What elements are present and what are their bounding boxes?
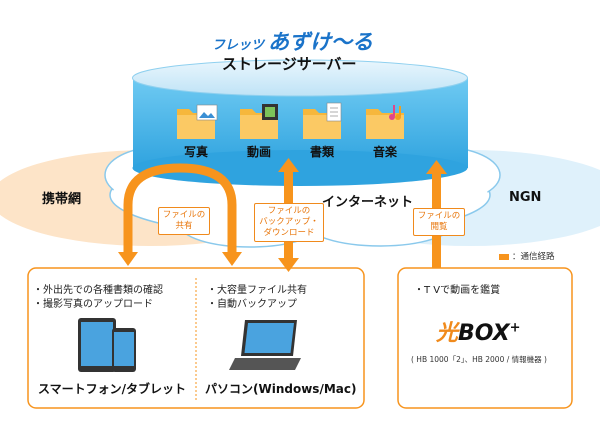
film-folder-icon xyxy=(240,104,278,139)
service-logo: フレッツあずけ〜る xyxy=(212,26,373,56)
music-folder-icon xyxy=(366,105,404,139)
tag-file-backup-line1: ファイルの xyxy=(267,206,311,216)
tv-bullet-1: ・T Vで動画を鑑賞 xyxy=(414,285,501,296)
mobile-network-label: 携帯網 xyxy=(42,192,82,207)
mobile-bullet-2: ・撮影写真のアップロード xyxy=(33,299,153,310)
folder-label-documents: 書類 xyxy=(309,145,334,159)
photo-folder-icon xyxy=(177,104,218,139)
mobile-bullet-1: ・外出先での各種書類の確認 xyxy=(33,285,163,296)
tag-file-share: ファイルの 共有 xyxy=(158,207,210,235)
laptop-icon xyxy=(229,320,301,370)
pc-device-label: パソコン(Windows/Mac) xyxy=(205,382,357,396)
route-legend: ：通信経路 xyxy=(499,250,555,262)
tag-file-backup-line3: ダウンロード xyxy=(263,228,315,238)
tag-file-view-line2: 閲覧 xyxy=(430,222,448,232)
tag-file-view-line1: ファイルの xyxy=(417,211,461,221)
logo-part1: フレッツ xyxy=(212,38,265,53)
tag-file-share-line2: 共有 xyxy=(175,221,193,231)
folder-label-music: 音楽 xyxy=(372,145,397,159)
ngn-label: NGN xyxy=(509,190,542,205)
tag-file-share-line1: ファイルの xyxy=(162,210,206,220)
hikari-box-logo: 光BOX+ xyxy=(436,315,521,347)
document-folder-icon xyxy=(303,102,342,139)
hikari-name: BOX xyxy=(458,321,510,346)
server-title: ストレージサーバー xyxy=(222,55,357,73)
tag-file-view: ファイルの 閲覧 xyxy=(413,208,465,236)
folder-label-photos: 写真 xyxy=(183,145,208,159)
logo-part2: あずけ〜る xyxy=(268,30,374,54)
tag-file-backup-line2: バックアップ・ xyxy=(259,217,319,227)
share-curved-arrow xyxy=(123,163,237,258)
internet-label: インターネット xyxy=(322,195,414,210)
tag-file-backup: ファイルの バックアップ・ ダウンロード xyxy=(254,203,324,242)
tv-model-note: ( HB 1000「2」、HB 2000 / 情報機器 ) xyxy=(411,355,547,364)
mobile-device-label: スマートフォン/タブレット xyxy=(38,382,187,396)
tv-box xyxy=(397,267,573,409)
hikari-plus: + xyxy=(509,320,521,336)
route-legend-swatch xyxy=(499,253,509,260)
route-legend-text: ：通信経路 xyxy=(512,252,555,262)
pc-bullet-2: ・自動バックアップ xyxy=(207,299,297,310)
tablet-icon xyxy=(78,318,116,372)
folder-label-videos: 動画 xyxy=(246,145,271,159)
pc-bullet-1: ・大容量ファイル共有 xyxy=(207,285,307,296)
smartphone-icon xyxy=(112,328,136,372)
hikari-kanji: 光 xyxy=(436,321,459,346)
